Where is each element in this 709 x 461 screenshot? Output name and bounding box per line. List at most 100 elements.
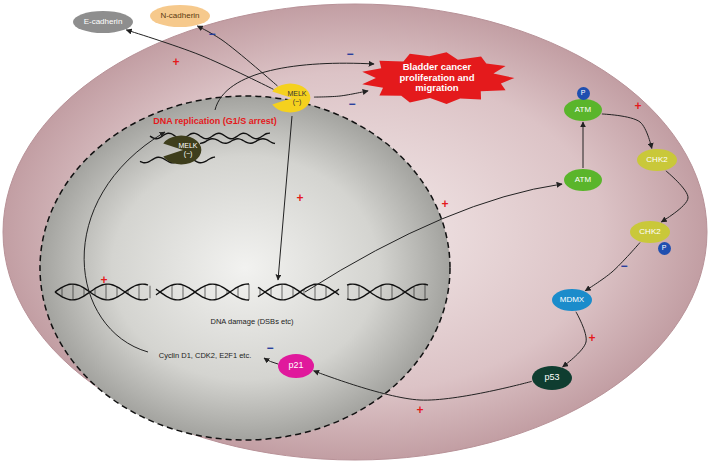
pacman-shape [271,83,313,113]
dna-strand [347,284,428,300]
outcome-burst: Bladder cancer proliferation and migrati… [360,52,514,104]
base-pair [95,289,96,296]
sign: − [266,342,273,354]
base-pair [282,284,283,300]
node-label: MDMX [560,296,584,305]
sign: + [634,100,641,112]
node-label: CHK2 [639,228,660,237]
melk-protein: MELK (−) [162,135,204,165]
sign: − [348,98,355,110]
membrane-protein: N-cadherin [150,5,210,27]
node-text: p21 [288,361,303,371]
node-label: ATM [575,106,591,115]
connector [126,30,273,89]
base-pair [117,287,118,298]
connector [314,371,532,400]
base-pair [216,284,217,299]
base-pair [161,291,162,292]
base-pair [403,291,404,294]
base-pair [425,284,426,300]
node-text: MDMX [560,296,584,305]
node-text: P [662,244,667,252]
protein-ellipse: CHK2 [630,221,670,243]
node-text: ATM [575,176,591,185]
connector [602,114,652,148]
protein-ellipse: CHK2 [637,149,677,171]
dna-strand [258,284,339,300]
node-label: E-cadherin [84,18,123,27]
protein-ellipse: ATM [564,169,602,191]
base-pair [62,287,63,296]
sign: − [620,260,627,272]
sign: + [588,332,595,344]
melk-protein: MELK (−) [271,83,313,113]
node-label: p21 [288,361,303,371]
sign: + [416,404,423,416]
protein-ellipse: MDMX [552,289,592,311]
base-pair [150,286,151,299]
node-label: N-cadherin [160,12,199,21]
base-pair [249,284,250,300]
base-pair [238,287,239,298]
dna-strands [55,133,428,300]
node-text: Bladder cancer proliferation and migrati… [384,62,489,93]
node-label: P [581,89,586,97]
membrane-protein: E-cadherin [73,11,133,33]
node-text: MELK (−) [284,90,310,105]
arrow [264,358,278,364]
base-pair [304,289,305,295]
base-pair [348,285,349,300]
dna-strand [55,284,148,300]
node-text: N-cadherin [160,12,199,21]
node-text: P [581,89,586,97]
nucleus [40,96,450,440]
phospho-mark: P [658,242,671,255]
base-pair [139,284,140,299]
node-label: Bladder cancer proliferation and migrati… [384,62,489,93]
process-label: DNA replication (G1/S arrest) [153,117,277,126]
node-label: MELK (−) [284,90,310,105]
base-pair [106,284,107,300]
arrow [305,184,562,292]
sign: − [346,48,353,60]
base-pair [293,287,294,296]
base-pair [183,285,184,299]
node-label: ATM [575,176,591,185]
node-text: MELK (−) [175,142,201,157]
base-pair [84,288,85,296]
base-pair [414,286,415,298]
base-pair [128,290,129,294]
sign: − [208,28,215,40]
node-text: E-cadherin [84,18,123,27]
base-pair [315,284,316,300]
node-label: p53 [544,373,559,383]
sign: + [296,192,303,204]
node-text: CHK2 [639,228,660,237]
process-label: DNA damage (DSBs etc) [211,318,294,326]
sign: + [172,56,179,68]
connector [661,171,688,222]
connector [563,312,587,367]
dna-strand [258,284,339,300]
dna-strand [156,284,249,300]
protein-ellipse: p21 [278,354,314,378]
base-pair [205,286,206,299]
node-label: P [662,244,667,252]
base-pair [337,291,338,294]
pathway-arrows [84,63,562,364]
dna-strand [156,284,249,300]
dna-strand [55,284,148,300]
node-label: MELK (−) [175,142,201,157]
base-pair [194,291,195,292]
base-pair [326,286,327,298]
cell-membrane [3,4,707,460]
connector [585,243,640,291]
base-pair [271,288,272,296]
protein-ellipse: ATM [564,99,602,121]
connector [314,91,368,97]
base-pair [392,285,393,300]
phospho-mark: P [577,87,590,100]
base-pair [227,290,228,294]
pacman-shape [162,135,204,165]
arrow [278,116,292,280]
